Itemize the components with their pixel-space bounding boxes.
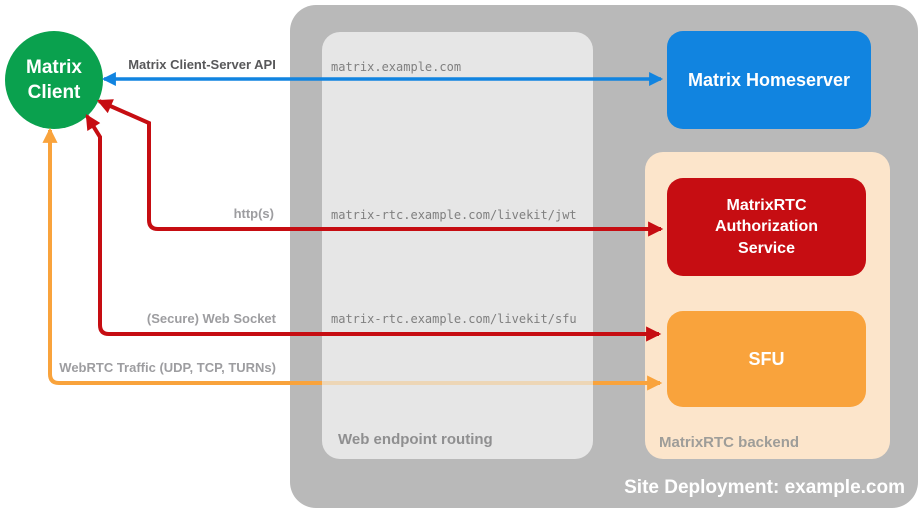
matrix-client-node: Matrix Client [5, 31, 103, 129]
matrix-homeserver-node: Matrix Homeserver [667, 31, 871, 129]
matrixrtc-backend-label: MatrixRTC backend [659, 434, 800, 451]
endpoint-sfu-path: matrix-rtc.example.com/livekit/sfu [331, 312, 577, 326]
matrix-client-label: Matrix Client [26, 56, 82, 103]
matrixrtc-authorization-service-label: MatrixRTC Authorization Service [714, 196, 819, 257]
sfu-node: SFU [667, 311, 866, 407]
web-endpoint-routing-label: Web endpoint routing [338, 431, 493, 448]
https-arrow-label: http(s) [233, 206, 274, 221]
webrtc-traffic-arrow [42, 127, 322, 385]
endpoint-jwt-path: matrix-rtc.example.com/livekit/jwt [331, 208, 577, 222]
client-server-api-arrow-label: Matrix Client-Server API [128, 57, 276, 72]
matrix-homeserver-label: Matrix Homeserver [687, 69, 851, 90]
endpoint-homeserver-host: matrix.example.com [331, 60, 462, 74]
matrixrtc-authorization-service-node: MatrixRTC Authorization Service [667, 178, 866, 276]
websocket-arrow-label: (Secure) Web Socket [146, 311, 276, 326]
webrtc-traffic-arrow-label: WebRTC Traffic (UDP, TCP, TURNs) [59, 360, 276, 375]
sfu-label: SFU [748, 348, 785, 369]
site-deployment-label: Site Deployment: example.com [624, 477, 905, 498]
web-endpoint-routing-container: Web endpoint routing [322, 32, 593, 459]
